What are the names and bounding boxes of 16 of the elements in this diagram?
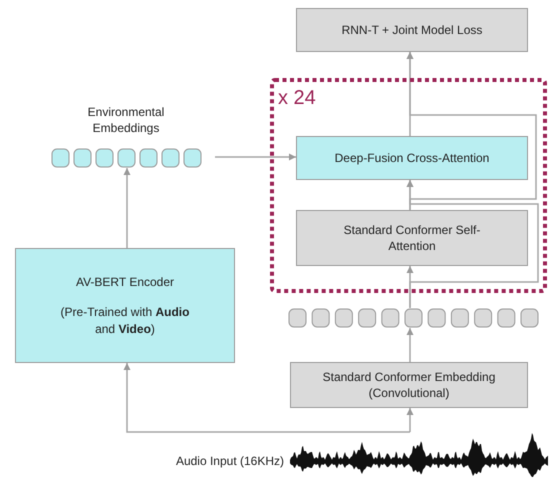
box-description: (Pre-Trained with Audio and Video) <box>60 304 190 337</box>
arrow <box>124 363 410 433</box>
arrow <box>215 154 296 160</box>
arrow <box>406 408 414 432</box>
model-box <box>15 248 235 363</box>
row-heading: Environmental Embeddings <box>86 104 166 136</box>
input-caption: Audio Input (16KHz) <box>176 454 284 468</box>
process-box: Standard Conformer Self-Attention <box>296 210 528 266</box>
arrow <box>406 328 414 362</box>
model-box: Deep-Fusion Cross-Attention <box>296 136 528 180</box>
process-box: Standard Conformer Embedding (Convolutional) <box>290 362 528 408</box>
arrow <box>406 52 414 136</box>
repeat-count: x 24 <box>278 88 316 108</box>
box-title: AV-BERT Encoder <box>76 274 174 290</box>
process-box: RNN-T + Joint Model Loss <box>296 8 528 52</box>
arrow <box>124 168 130 248</box>
